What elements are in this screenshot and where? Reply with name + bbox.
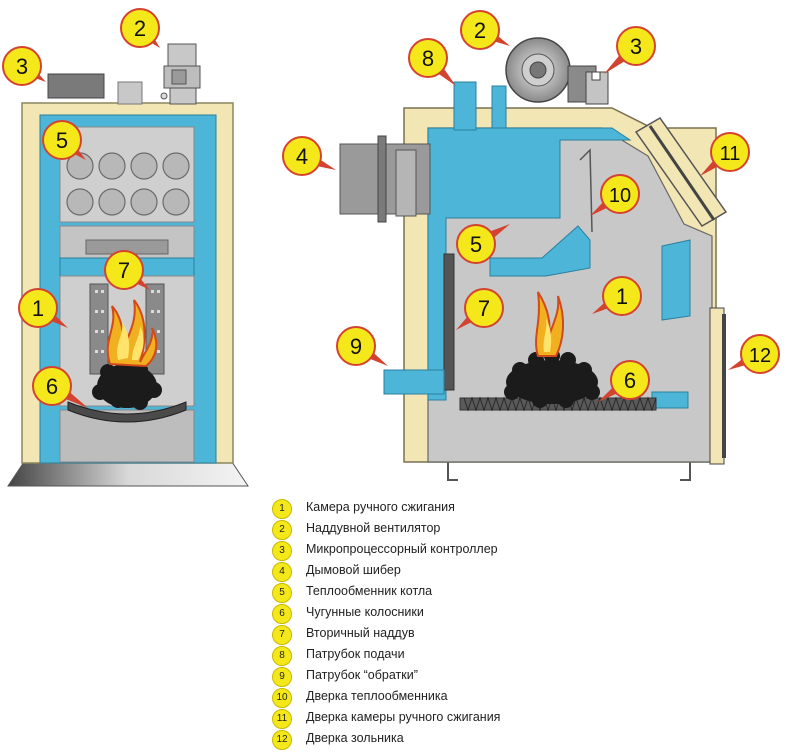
legend-label: Дверка зольника: [306, 731, 404, 745]
legend-label: Микропроцессорный контроллер: [306, 542, 498, 556]
callout-number: 9: [350, 334, 362, 359]
legend-item: 9 Патрубок “обратки”: [272, 666, 692, 687]
legend-label: Дверка камеры ручного сжигания: [306, 710, 501, 724]
front-secondary-air-left: [89, 283, 109, 375]
side-view-callout-1: 1: [592, 276, 642, 316]
side-return-pipe: [383, 369, 445, 395]
side-view-callout-5: 5: [456, 224, 510, 264]
callout-number: 3: [16, 54, 28, 79]
side-right-jacket: [661, 239, 691, 321]
callout-number: 3: [630, 34, 642, 59]
front-view-callout-1: 1: [18, 288, 68, 328]
front-view-callout-5: 5: [42, 120, 86, 160]
legend-item: 11 Дверка камеры ручного сжигания: [272, 708, 692, 729]
front-coal: [92, 358, 162, 410]
legend-number-badge: 3: [272, 541, 292, 561]
side-view-callout-12: 12: [728, 334, 780, 374]
front-base: [7, 461, 249, 487]
front-flame: [106, 299, 158, 368]
legend-number-badge: 12: [272, 730, 292, 750]
callout-number: 4: [296, 144, 308, 169]
callout-number: 2: [134, 16, 146, 41]
callout-number: 6: [624, 368, 636, 393]
legend-item: 12 Дверка зольника: [272, 729, 692, 750]
legend-number-badge: 10: [272, 688, 292, 708]
legend-item: 8 Патрубок подачи: [272, 645, 692, 666]
callout-number: 1: [32, 296, 44, 321]
callout-number: 11: [720, 143, 741, 165]
callout-number: 5: [470, 232, 482, 257]
callout-number: 1: [616, 284, 628, 309]
legend-label: Дымовой шибер: [306, 563, 401, 577]
legend-label: Камера ручного сжигания: [306, 500, 455, 514]
side-view-callout-6: 6: [598, 360, 650, 402]
side-view: [339, 37, 728, 481]
legend-number-badge: 11: [272, 709, 292, 729]
legend-label: Дверка теплообменника: [306, 689, 448, 703]
legend-number-badge: 2: [272, 520, 292, 540]
callout-number: 8: [422, 46, 434, 71]
callout-number: 2: [474, 18, 486, 43]
side-flame: [535, 291, 564, 357]
callout-number: 6: [46, 374, 58, 399]
legend-number-badge: 8: [272, 646, 292, 666]
side-view-callout-9: 9: [336, 326, 388, 366]
side-view-callout-8: 8: [408, 38, 456, 86]
callout-number: 5: [56, 128, 68, 153]
legend-item: 6 Чугунные колосники: [272, 603, 692, 624]
legend-label: Вторичный наддув: [306, 626, 415, 640]
side-view-callout-10: 10: [590, 174, 640, 216]
side-fan: [505, 37, 609, 105]
legend-label: Теплообменник котла: [306, 584, 433, 598]
side-view-callout-4: 4: [282, 136, 336, 176]
side-view-callout-3: 3: [604, 26, 656, 74]
front-view-callout-3: 3: [2, 46, 46, 86]
legend: 1 Камера ручного сжигания 2 Наддувной венти…: [272, 498, 692, 750]
legend-item: 7 Вторичный наддув: [272, 624, 692, 645]
legend-label: Патрубок подачи: [306, 647, 405, 661]
legend-number-badge: 5: [272, 583, 292, 603]
legend-item: 2 Наддувной вентилятор: [272, 519, 692, 540]
legend-item: 3 Микропроцессорный контроллер: [272, 540, 692, 561]
legend-item: 4 Дымовой шибер: [272, 561, 692, 582]
legend-number-badge: 1: [272, 499, 292, 519]
front-controller: [47, 73, 105, 99]
front-grate: [67, 401, 187, 423]
callout-number: 7: [118, 258, 130, 283]
front-tubes: [66, 152, 190, 216]
legend-label: Наддувной вентилятор: [306, 521, 441, 535]
front-view: [7, 43, 249, 487]
legend-number-badge: 6: [272, 604, 292, 624]
front-flue-pipe: [117, 81, 143, 105]
side-supply-pipe: [453, 81, 477, 131]
legend-item: 5 Теплообменник котла: [272, 582, 692, 603]
front-view-callout-6: 6: [32, 366, 88, 408]
callout-number: 7: [478, 296, 490, 321]
front-view-callout-7: 7: [104, 250, 150, 290]
side-water-jacket: [427, 127, 632, 401]
callout-number: 10: [609, 185, 631, 207]
side-coal: [504, 348, 600, 408]
side-door-12: [709, 307, 725, 465]
side-secondary-air: [443, 253, 455, 391]
callout-number: 12: [749, 345, 771, 367]
side-baffle: [489, 225, 591, 277]
legend-item: 1 Камера ручного сжигания: [272, 498, 692, 519]
side-view-callout-11: 11: [700, 132, 750, 176]
legend-label: Патрубок “обратки”: [306, 668, 418, 682]
legend-number-badge: 7: [272, 625, 292, 645]
side-view-callout-2: 2: [460, 10, 510, 50]
legend-item: 10 Дверка теплообменника: [272, 687, 692, 708]
legend-number-badge: 9: [272, 667, 292, 687]
side-view-callout-7: 7: [456, 288, 504, 330]
front-fan: [160, 43, 201, 105]
legend-number-badge: 4: [272, 562, 292, 582]
legend-label: Чугунные колосники: [306, 605, 424, 619]
front-view-callout-2: 2: [120, 8, 160, 48]
